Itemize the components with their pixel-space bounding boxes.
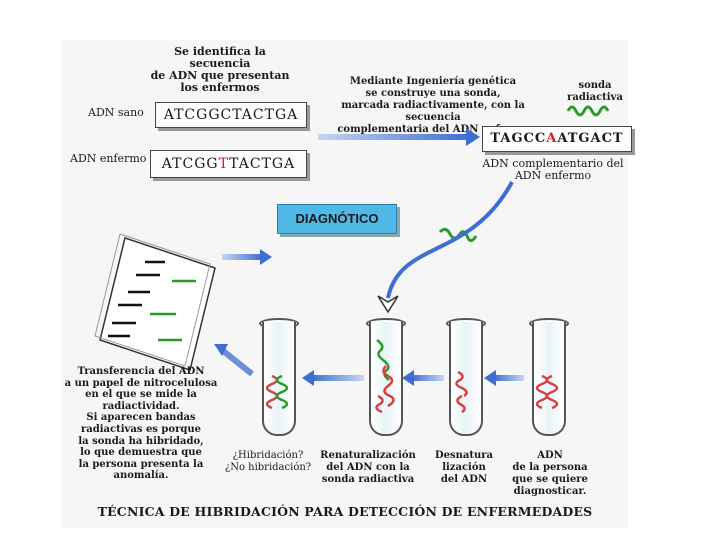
tube-1-label-line-1: ¿Hibridación? — [232, 450, 304, 461]
adn-enfermo-label: ADN enfermo — [70, 152, 147, 165]
adn-sano-sequence: ATCGGCTACTGA — [163, 107, 299, 123]
step-probe-line-3: marcada radiactivamente, con la secuenci… — [341, 100, 525, 123]
tube-4 — [532, 322, 566, 436]
tube-4-label-line-2: de la persona — [512, 462, 588, 473]
diagnostico-label: DIAGNÓTICO — [295, 211, 379, 226]
sonda-squiggle-icon — [566, 105, 610, 117]
sonda-label: sonda radiactiva — [560, 80, 630, 104]
transfer-line-6: radiactivas es porque — [81, 423, 201, 435]
adn-enfermo-sequence-box: ATCGGTTACTGA — [150, 150, 307, 178]
tube-3-label-line-2: lización — [442, 462, 486, 473]
arrow-tube3-to-tube2 — [402, 370, 444, 386]
tube3-dna-red-2 — [456, 394, 466, 414]
probe-seq-pre: TAGCC — [490, 131, 547, 146]
probe-seq-mutation: A — [546, 131, 558, 146]
step-probe-line-4: complementaria del ADN enfermo — [337, 124, 529, 135]
transfer-line-7: la sonda ha hibridado, — [78, 435, 204, 447]
tube-4-label-line-3: que se quiere — [512, 474, 588, 485]
transfer-line-8: lo que demuestra que — [80, 447, 202, 459]
step-identify-line-1: Se identifica la secuencia — [174, 45, 266, 70]
tube-4-label-line-4: diagnosticar. — [513, 486, 587, 497]
transfer-line-5: Si aparecen bandas — [86, 412, 196, 424]
probe-caption: ADN complementario del ADN enfermo — [478, 158, 628, 182]
probe-caption-line-1: ADN complementario del — [482, 157, 624, 170]
probe-caption-line-2: ADN enfermo — [514, 169, 592, 182]
step-probe-line-2: se construye una sonda, — [365, 88, 501, 99]
step-probe-text: Mediante Ingeniería genética se construy… — [318, 76, 548, 136]
probe-sequence-box: TAGCCAATGACT — [482, 126, 632, 152]
nitrocellulose-paper — [94, 233, 216, 371]
tube2-dna-red — [382, 365, 395, 408]
tube1-dna-red — [265, 374, 279, 410]
tube2-dna-red-2 — [375, 394, 384, 414]
tube-3 — [449, 322, 483, 436]
transfer-line-1: Transferencia del ADN — [77, 366, 205, 377]
arrow-to-probe — [318, 128, 480, 146]
tube-3-label-line-3: del ADN — [440, 474, 488, 485]
tube-2-label-line-3: sonda radiactiva — [321, 474, 415, 485]
tube-1-label-line-2: ¿No hibridación? — [224, 462, 312, 473]
tube1-dna-green — [275, 374, 289, 410]
adn-sano-label: ADN sano — [88, 106, 144, 119]
tube-4-label-line-1: ADN — [537, 450, 563, 461]
arrow-to-gel — [222, 249, 272, 265]
adn-enfermo-seq-pre: ATCGG — [161, 156, 219, 172]
tube4-dna-helix-a — [535, 374, 549, 410]
tube4-dna-helix-b — [545, 374, 559, 410]
step-probe-line-1: Mediante Ingeniería genética — [349, 76, 517, 87]
curved-arrow-head-icon — [377, 295, 399, 314]
tube-4-label: ADN de la persona que se quiere diagnost… — [505, 450, 595, 498]
arrow-tube2-to-tube1 — [302, 370, 364, 386]
tube-3-label: Desnatura lización del ADN — [424, 450, 504, 486]
transfer-line-9: la persona presenta la — [78, 458, 204, 470]
adn-enfermo-seq-mutation: T — [218, 156, 230, 172]
transfer-line-4: radiactividad. — [102, 400, 180, 412]
probe-seq-post: ATGACT — [557, 131, 624, 146]
transfer-line-10: anomalía. — [113, 470, 169, 482]
footer-title: TÉCNICA DE HIBRIDACIÓN PARA DETECCIÓN DE… — [97, 504, 593, 519]
transfer-line-3: en el que se mide la — [85, 389, 197, 401]
tube-3-label-line-1: Desnatura — [434, 450, 494, 461]
step-identify-line-3: los enfermos — [180, 81, 260, 94]
tube2-probe-green — [376, 339, 390, 381]
tube-2-label-line-2: del ADN con la — [326, 462, 410, 473]
arrow-tube-to-gel — [214, 344, 254, 377]
arrow-tube4-to-tube3 — [484, 370, 524, 386]
tube3-dna-red — [455, 370, 468, 398]
adn-sano-sequence-box: ATCGGCTACTGA — [155, 102, 307, 128]
transfer-line-2: a un papel de nitrocelulosa — [64, 377, 218, 389]
adn-enfermo-seq-post: TACTGA — [229, 156, 296, 172]
tube-1-label: ¿Hibridación? ¿No hibridación? — [218, 450, 318, 474]
tube-1 — [262, 322, 296, 436]
curved-arrow-to-tube — [386, 181, 514, 299]
sonda-label-line-1: sonda — [578, 80, 612, 91]
tube-2-label-line-1: Renaturalización — [320, 450, 416, 461]
step-identify-line-2: de ADN que presentan — [150, 69, 290, 82]
step-identify-text: Se identifica la secuencia de ADN que pr… — [150, 46, 290, 94]
transfer-text: Transferencia del ADN a un papel de nitr… — [60, 366, 222, 482]
sonda-label-line-2: radiactiva — [567, 92, 623, 103]
tube-2-label: Renaturalización del ADN con la sonda ra… — [318, 450, 418, 486]
diagnostico-box: DIAGNÓTICO — [277, 204, 397, 234]
